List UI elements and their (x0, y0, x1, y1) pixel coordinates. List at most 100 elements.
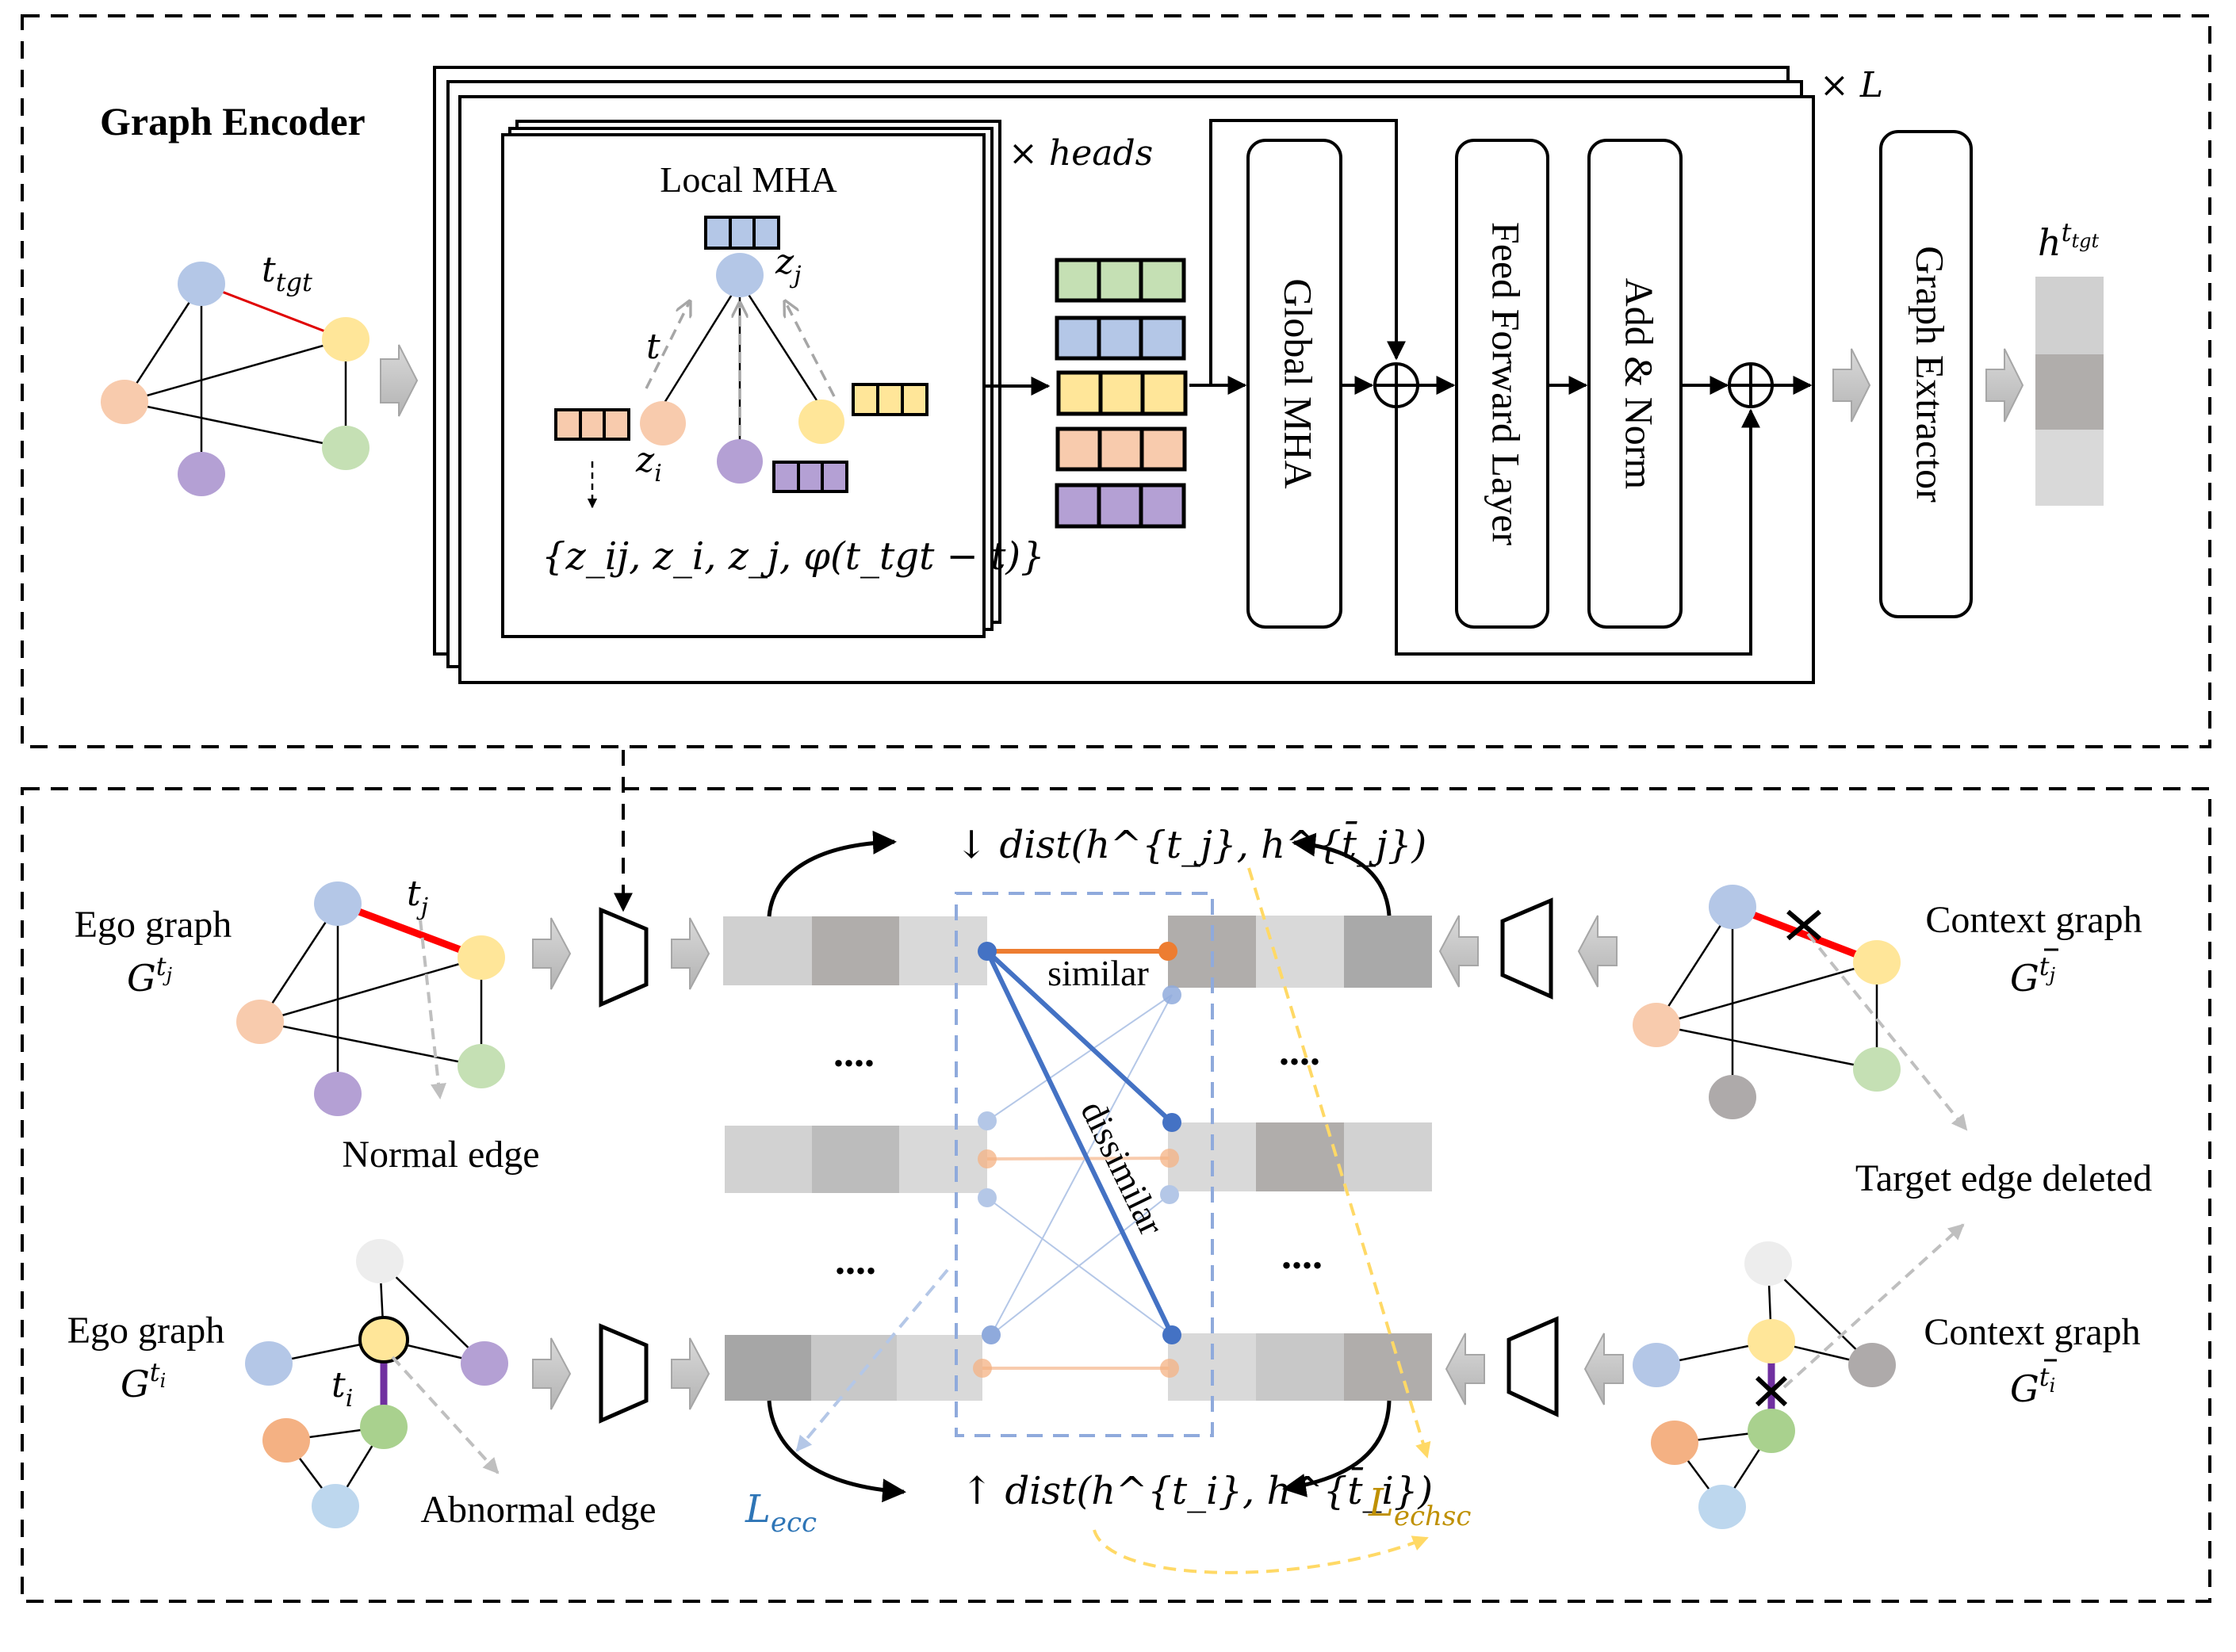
target-edge (201, 282, 347, 341)
flow-arrow-icon (1832, 348, 1871, 423)
graph-node (322, 426, 369, 470)
ego-representation-j (723, 916, 987, 985)
context-graph-j (1633, 885, 1968, 1131)
pull-arrow (1292, 832, 1392, 916)
ego-graph-j-label: Ego graph (75, 904, 232, 946)
graph-node (236, 1000, 284, 1044)
graph-node (178, 452, 225, 496)
ellipsis: .... (833, 1031, 875, 1076)
svg-text:Global MHA: Global MHA (1277, 278, 1321, 488)
target-edge-deleted-label: Target edge deleted (1855, 1157, 2152, 1199)
ego-representation-i (725, 1335, 982, 1401)
graph-node (1853, 1047, 1901, 1092)
attention-formula: {z_ij, z_i, z_j, φ(t_tgt − t)} (542, 534, 1045, 579)
graph-node (1633, 1003, 1680, 1047)
ecc-pointer (795, 1268, 949, 1452)
graph-node (262, 1418, 310, 1463)
flow-arrow-icon (1985, 348, 2024, 423)
graph-node (322, 317, 369, 361)
ego-graph-j: tj (236, 874, 505, 1116)
dist-increase-label: ↑ dist(h^{t_i}, h^{t̄_i}) (961, 1467, 1433, 1513)
context-representation-i (1168, 1333, 1432, 1401)
graph-node (1698, 1485, 1746, 1529)
flow-arrow-icon (532, 1337, 572, 1410)
graph-node (717, 439, 763, 484)
dissimilar-link (985, 949, 1174, 1125)
encoder-panel (21, 14, 2211, 748)
global-mha-block: Global MHA (1246, 139, 1342, 629)
graph-extractor-block: Graph Extractor (1879, 130, 1973, 618)
flow-arrow-icon (671, 917, 710, 990)
heads-multiplier: × heads (1009, 133, 1153, 174)
echsc-pointer (1093, 1529, 1429, 1574)
graph-node (1853, 940, 1901, 985)
residual-connection (1395, 385, 1760, 656)
svg-text:Graph Extractor: Graph Extractor (1909, 246, 1953, 503)
flow-arrow-icon (380, 344, 419, 417)
flow-arrow-icon (1445, 1333, 1485, 1405)
edge-time-label: t (646, 327, 660, 367)
add-norm-block: Add & Norm (1587, 139, 1683, 629)
graph-node (360, 1405, 408, 1449)
push-arrow (767, 1400, 906, 1503)
graph-node (356, 1239, 404, 1283)
context-representation-j (1168, 916, 1432, 988)
graph-node (798, 400, 844, 444)
embedding-yellow (1056, 370, 1188, 416)
graph-node (178, 262, 225, 306)
encoder-title: Graph Encoder (100, 99, 366, 143)
feature-vector-zi (554, 408, 630, 441)
feature-vector-zj (704, 216, 780, 250)
context-graph-j-symbol: Gtj (2010, 951, 2056, 1000)
pair-links (973, 942, 1181, 1378)
target-time-label: ttgt (262, 250, 312, 297)
encoder-trapezoid-icon (1500, 897, 1553, 1000)
graph-node (458, 1044, 505, 1088)
graph-node (461, 1341, 508, 1386)
graph-node (1633, 1343, 1680, 1387)
local-mha-title: Local MHA (660, 159, 837, 200)
graph-node (1709, 1075, 1756, 1119)
embedding-purple (1055, 483, 1186, 529)
encoder-trapezoid-icon (599, 907, 649, 1008)
graph-node (245, 1341, 293, 1386)
context-graph-i (1633, 1223, 1965, 1529)
loss-ecc-label: Lecc (745, 1487, 817, 1539)
ellipsis: .... (1281, 1233, 1323, 1278)
output-label: httgt (2038, 217, 2100, 264)
graph-node (1748, 1319, 1795, 1363)
local-attention-graph: t zj zi (635, 242, 844, 488)
delete-x-icon (1786, 909, 1821, 941)
node-embeddings (1055, 258, 1188, 529)
graph-node (312, 1484, 359, 1528)
similar-label: similar (1047, 953, 1149, 993)
graph-node (458, 935, 505, 980)
ego-graph-i-label: Ego graph (67, 1310, 225, 1352)
add-icon (1728, 362, 1774, 408)
ego-graph-i: ti (245, 1239, 508, 1528)
ego-graph-i-symbol: Gti (121, 1357, 166, 1405)
feature-vector-yellow (852, 383, 928, 416)
zi-label: zi (635, 440, 662, 488)
encoder-trapezoid-icon (599, 1323, 649, 1424)
graph-node (640, 401, 686, 446)
output-representation (2035, 277, 2104, 506)
dissimilar-link (985, 950, 1174, 1337)
context-representation-mid (1168, 1122, 1432, 1191)
add-icon (1373, 362, 1419, 408)
encoder-trapezoid-icon (1507, 1316, 1559, 1417)
layers-multiplier: × L (1820, 65, 1883, 105)
flow-arrow-icon (1583, 1333, 1624, 1405)
ellipsis: .... (835, 1238, 876, 1283)
context-graph-i-label: Context graph (1924, 1311, 2140, 1353)
dist-decrease-label: ↓ dist(h^{t_j}, h^{t̄_j}) (955, 820, 1426, 867)
graph-node (358, 1316, 409, 1363)
input-graph: ttgt (101, 250, 369, 496)
ti-label: ti (331, 1365, 353, 1413)
graph-node (314, 881, 362, 926)
graph-node (1744, 1241, 1792, 1286)
feature-vector-purple (772, 461, 848, 493)
graph-node (1651, 1421, 1698, 1465)
graph-node (716, 253, 764, 297)
flow-arrow-icon (671, 1337, 710, 1410)
